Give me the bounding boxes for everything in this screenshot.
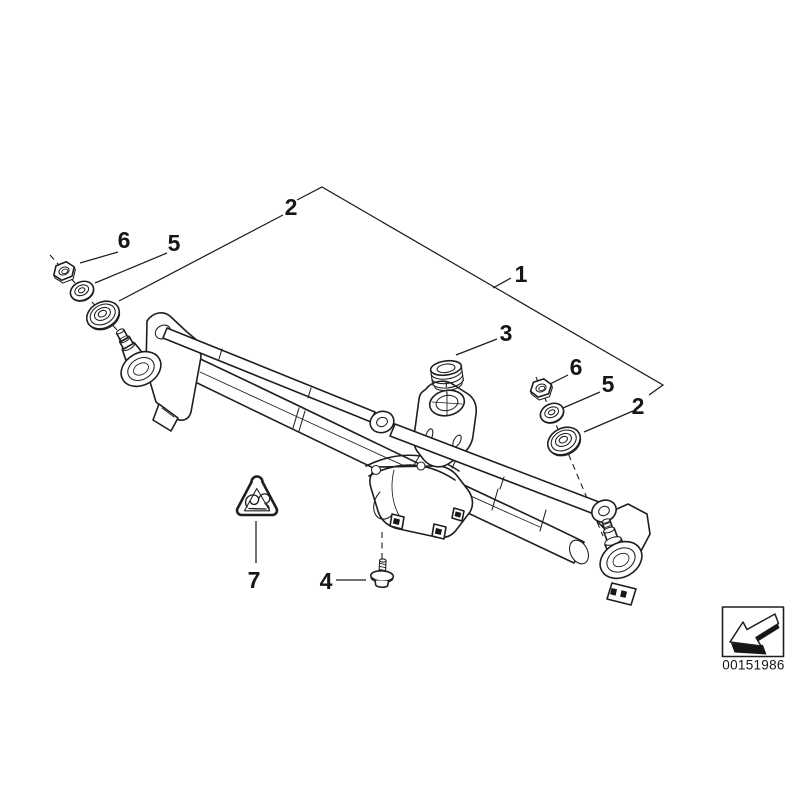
left-bearing-ball	[120, 350, 162, 388]
callout-5-left[interactable]: 5	[168, 230, 181, 256]
leader-part2-left	[118, 214, 284, 302]
leader-part6-left	[79, 251, 119, 264]
rod-eye-left	[369, 410, 395, 434]
leader-part2-right	[583, 410, 634, 433]
fastening-screw	[369, 558, 395, 589]
callout-3[interactable]: 3	[500, 320, 513, 346]
leader-part1	[492, 277, 512, 289]
callout-5-right[interactable]: 5	[602, 371, 615, 397]
axis-dashed-right	[535, 376, 604, 537]
diagram-stamp: 00151986	[721, 606, 784, 673]
pivot-spindle-left	[115, 328, 162, 388]
leader-part3	[455, 338, 498, 356]
leader-part2-bracket	[296, 186, 665, 396]
spindle-grommet	[429, 359, 464, 392]
motor-bracket-arm	[365, 454, 460, 472]
warning-triangle-icon	[235, 475, 279, 517]
stamp-part-number: 00151986	[722, 658, 784, 673]
right-bearing-ball	[599, 540, 643, 580]
leader-lines	[79, 186, 665, 581]
callout-6-right[interactable]: 6	[570, 354, 583, 380]
callout-labels: 2 6 5 1 3 6 5 2 7 4	[118, 194, 645, 594]
callout-1[interactable]: 1	[515, 261, 528, 287]
leader-part5-left	[94, 252, 168, 284]
callout-6-left[interactable]: 6	[118, 227, 131, 253]
linkage-rod-upper	[162, 327, 395, 434]
callout-7[interactable]: 7	[248, 567, 261, 593]
frame-tube	[157, 342, 589, 565]
callout-4[interactable]: 4	[320, 568, 333, 594]
page-turn-arrow-icon	[729, 613, 780, 655]
wiper-linkage-assembly	[115, 312, 651, 606]
callout-2-right[interactable]: 2	[632, 393, 645, 419]
callout-2-top[interactable]: 2	[285, 194, 298, 220]
leader-part5-right	[562, 391, 601, 409]
pivot-spindle-right	[591, 499, 643, 606]
